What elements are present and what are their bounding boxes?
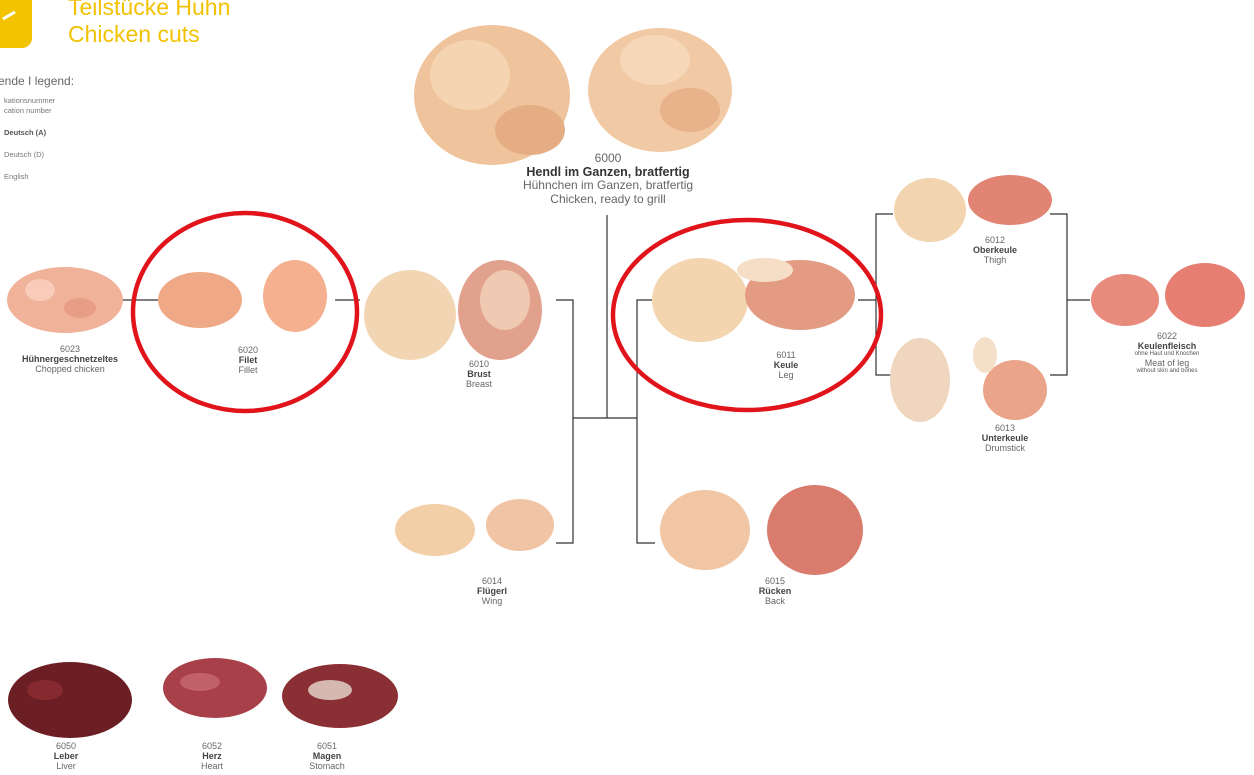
leg-image xyxy=(652,258,855,342)
label-leg-meat: 6022 Keulenfleisch ohne Haut und Knochen… xyxy=(1135,331,1200,375)
leg-meat-image xyxy=(1091,263,1245,327)
chopped-chicken-image xyxy=(7,267,123,333)
label-drumstick: 6013 Unterkeule Drumstick xyxy=(982,423,1029,453)
wing-image xyxy=(395,499,554,556)
label-leg: 6011 Keule Leg xyxy=(774,350,799,380)
label-heart: 6052 Herz Heart xyxy=(201,741,223,771)
thigh-image xyxy=(894,175,1052,242)
drumstick-image xyxy=(890,337,1047,422)
back-image xyxy=(660,485,863,575)
fillet-image xyxy=(158,260,327,332)
label-breast: 6010 Brust Breast xyxy=(466,359,492,389)
label-liver: 6050 Leber Liver xyxy=(54,741,79,771)
liver-image xyxy=(8,662,132,738)
whole-chicken-image xyxy=(414,25,732,165)
label-fillet: 6020 Filet Fillet xyxy=(238,345,258,375)
label-whole-chicken: 6000 Hendl im Ganzen, bratfertig Hühnche… xyxy=(523,152,693,206)
breast-image xyxy=(364,260,542,360)
label-wing: 6014 Flügerl Wing xyxy=(477,576,507,606)
label-thigh: 6012 Oberkeule Thigh xyxy=(973,235,1017,265)
stomach-image xyxy=(282,664,398,728)
heart-image xyxy=(163,658,267,718)
label-stomach: 6051 Magen Stomach xyxy=(309,741,345,771)
label-back: 6015 Rücken Back xyxy=(759,576,792,606)
label-chopped-chicken: 6023 Hühnergeschnetzeltes Chopped chicke… xyxy=(22,344,118,374)
